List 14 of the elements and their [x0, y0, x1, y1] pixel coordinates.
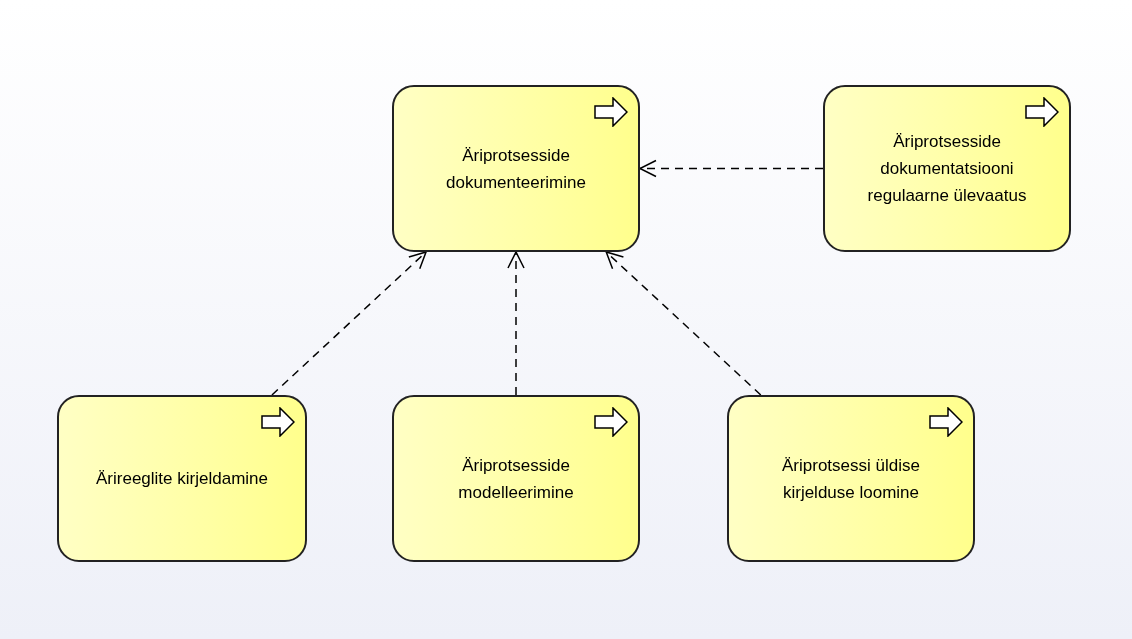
- process-label: Äriprotsesside dokumenteerimine: [445, 144, 587, 194]
- process-box: [727, 395, 975, 562]
- process-label: Äriprotsesside modelleerimine: [457, 454, 575, 504]
- process-label: Ärireeglite kirjeldamine: [96, 468, 268, 490]
- dashed-arrow: [639, 159, 824, 178]
- dashed-arrow: [507, 251, 525, 396]
- process-box: [823, 85, 1071, 252]
- dashed-arrow: [605, 251, 762, 396]
- process-label: Äriprotsessi üldise kirjelduse loomine: [781, 454, 921, 504]
- process-box: [392, 395, 640, 562]
- process-box: [57, 395, 307, 562]
- process-box: [392, 85, 640, 252]
- process-label: Äriprotsesside dokumentatsiooni regulaarne ülevaatus: [866, 131, 1028, 207]
- dashed-arrow: [271, 251, 427, 396]
